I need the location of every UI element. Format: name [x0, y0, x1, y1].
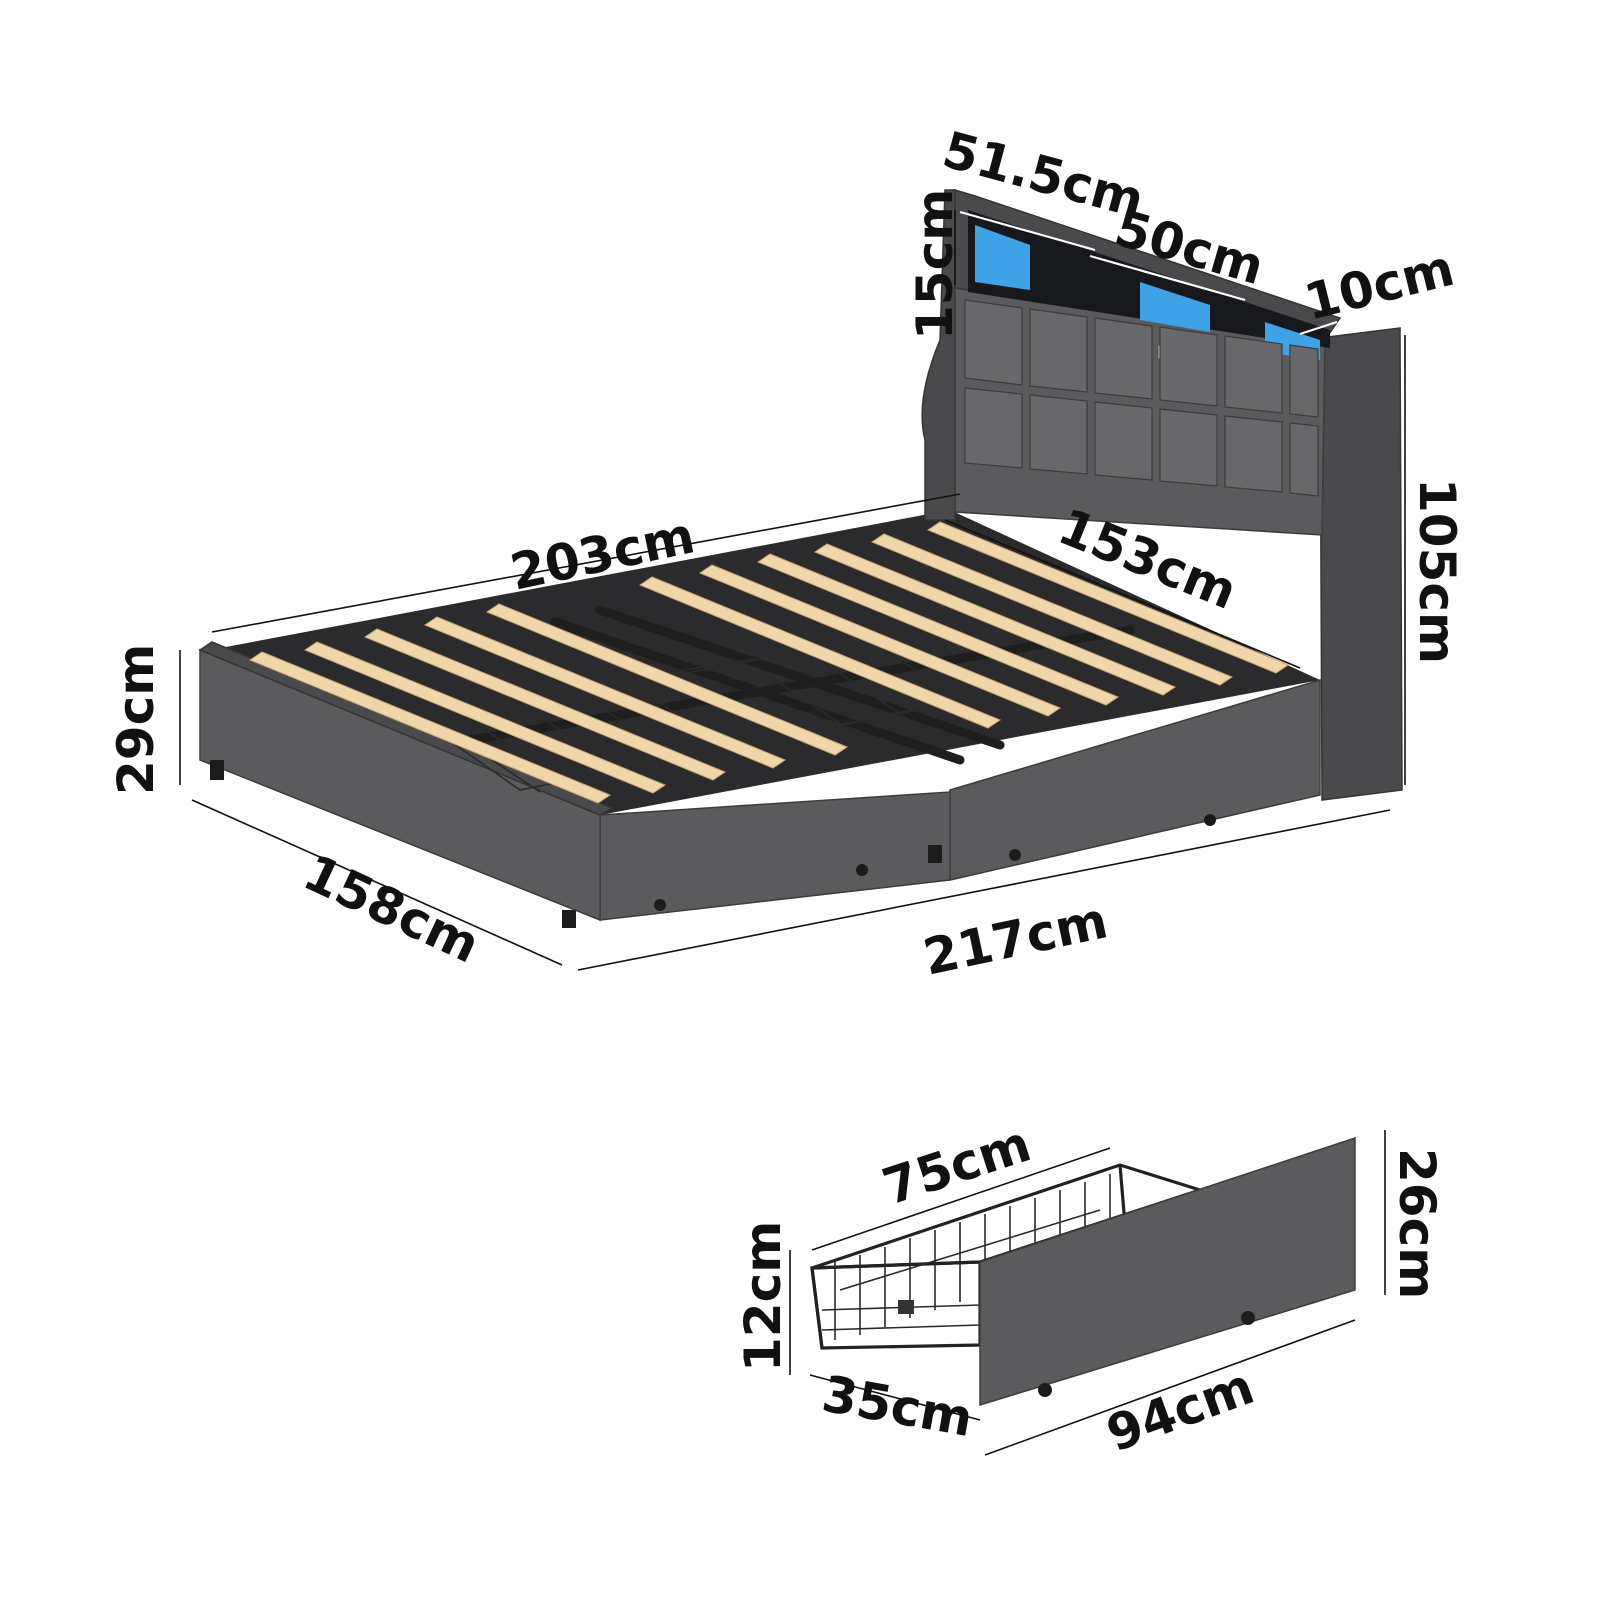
- drawer-front: [979, 1136, 1356, 1407]
- bed-illustration: [198, 188, 1403, 928]
- legs-and-casters: [210, 760, 1216, 928]
- led-compartment-1: [975, 225, 1030, 290]
- footboard-rail: [599, 791, 951, 921]
- drawer-illustration: [810, 1136, 1356, 1407]
- label-headboard-shelf-height: 15cm: [906, 189, 964, 340]
- label-headboard-shelf-depth: 10cm: [1299, 239, 1460, 332]
- drawer-dimension-lines: [789, 1130, 1386, 1456]
- label-total-length: 217cm: [918, 891, 1112, 986]
- label-basket-height: 12cm: [734, 1221, 792, 1372]
- wooden-slats: [248, 521, 1290, 804]
- led-compartment-2: [1140, 282, 1210, 332]
- caster-basket: [898, 1300, 914, 1314]
- label-drawer-front-length: 94cm: [1099, 1357, 1261, 1463]
- label-total-height: 105cm: [1408, 478, 1466, 664]
- headboard-wing-left: [921, 189, 956, 521]
- bed-dimension-lines: [179, 210, 1406, 971]
- headboard-wing-right: [1319, 327, 1403, 801]
- headboard-tufting: [964, 299, 1319, 497]
- label-side-rail-height: 29cm: [107, 644, 165, 795]
- label-drawer-front-height: 26cm: [1388, 1148, 1446, 1299]
- label-basket-width: 35cm: [818, 1365, 977, 1448]
